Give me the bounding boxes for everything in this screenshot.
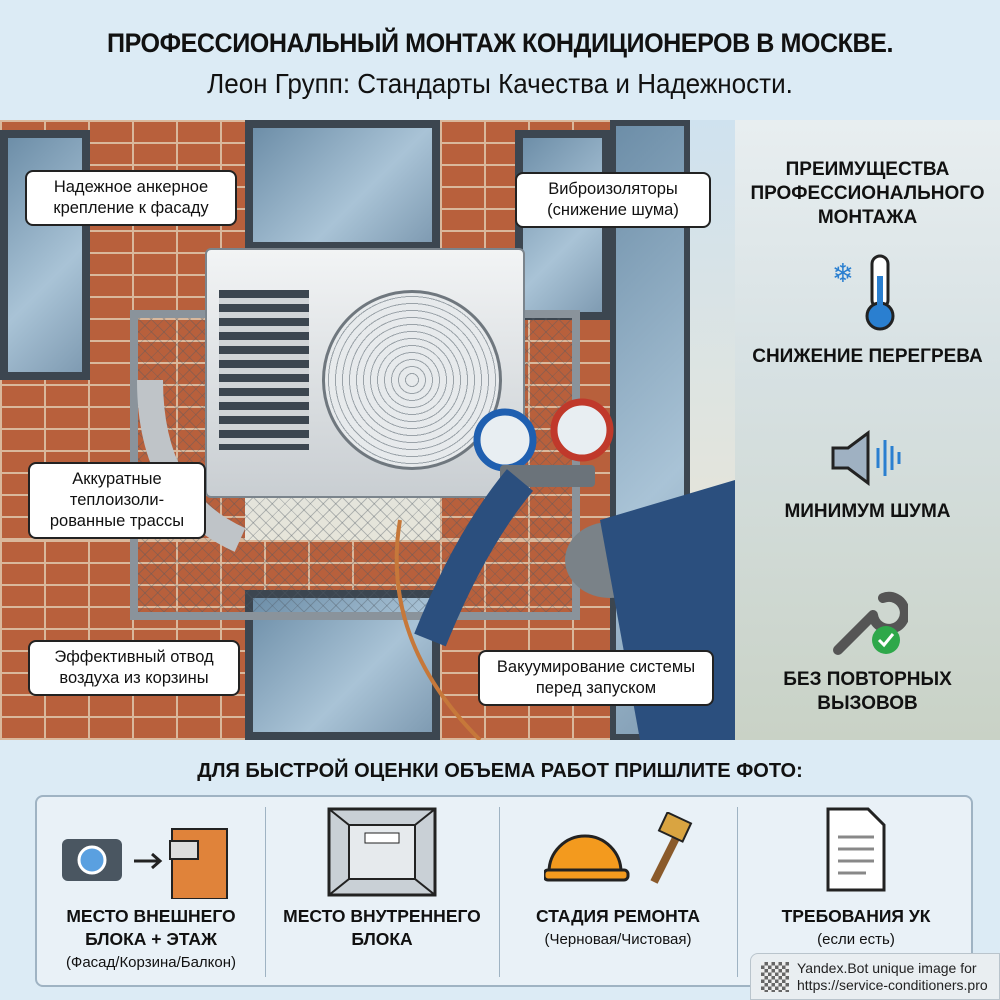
page-title: ПРОФЕССИОНАЛЬНЫЙ МОНТАЖ КОНДИЦИОНЕРОВ В …: [107, 28, 893, 58]
unit-grille: [219, 290, 309, 450]
photo-item-title: СТАДИЯ РЕМОНТА(Черновая/Чистовая): [536, 906, 700, 948]
photo-item: СТАДИЯ РЕМОНТА(Черновая/Чистовая): [499, 797, 737, 985]
thermometer-snowflake-icon: ❄: [832, 254, 894, 331]
header: ПРОФЕССИОНАЛЬНЫЙ МОНТАЖ КОНДИЦИОНЕРОВ В …: [0, 0, 1000, 120]
callout-anchor-mount: Надежное анкерное крепление к фасаду: [25, 170, 237, 226]
svg-text:❄: ❄: [832, 258, 854, 288]
watermark-line: https://service-conditioners.pro: [797, 977, 988, 993]
camera-to-building-icon: [62, 828, 228, 899]
window: [245, 120, 440, 250]
callout-vacuuming: Вакуумирование системы перед запуском: [478, 650, 714, 706]
hardhat-brush-icon: [544, 812, 693, 884]
watermark: Yandex.Bot unique image for https://serv…: [750, 953, 1000, 1000]
callout-vibration-isolators: Виброизоляторы (снижение шума): [515, 172, 711, 228]
speaker-low-noise-icon: [831, 430, 900, 486]
outdoor-ac-unit: [205, 248, 525, 498]
fan-icon: [322, 290, 502, 470]
wrench-check-icon: [832, 591, 908, 655]
benefit-label: МИНИМУМ ШУМА: [784, 501, 951, 522]
benefit-label: СНИЖЕНИЕ ПЕРЕГРЕВА: [752, 346, 983, 367]
benefits-title: ПРЕИМУЩЕСТВА ПРОФЕССИОНАЛЬНОГО МОНТАЖА: [750, 159, 985, 228]
photo-item: ТРЕБОВАНИЯ УК(если есть): [737, 797, 975, 985]
photo-item-title: МЕСТО ВНЕШНЕГО БЛОКА + ЭТАЖ(Фасад/Корзин…: [65, 906, 237, 971]
benefits-panel: ПРЕИМУЩЕСТВА ПРОФЕССИОНАЛЬНОГО МОНТАЖА ❄…: [735, 120, 1000, 740]
photo-item-title: МЕСТО ВНУТРЕННЕГО БЛОКА: [283, 906, 481, 949]
document-icon: [826, 807, 886, 892]
watermark-line: Yandex.Bot unique image for: [797, 960, 977, 976]
benefit-label: БЕЗ ПОВТОРНЫХ ВЫЗОВОВ: [783, 669, 952, 714]
photo-item: МЕСТО ВНУТРЕННЕГО БЛОКА: [265, 797, 499, 985]
photo-request-heading: ДЛЯ БЫСТРОЙ ОЦЕНКИ ОБЪЕМА РАБОТ ПРИШЛИТЕ…: [197, 760, 803, 782]
room-indoor-unit-icon: [327, 807, 437, 897]
photo-item: МЕСТО ВНЕШНЕГО БЛОКА + ЭТАЖ(Фасад/Корзин…: [37, 797, 265, 985]
photo-item-title: ТРЕБОВАНИЯ УК(если есть): [781, 906, 931, 948]
page-subtitle: Леон Групп: Стандарты Качества и Надежно…: [207, 68, 793, 99]
callout-air-exhaust: Эффективный отвод воздуха из корзины: [28, 640, 240, 696]
installation-illustration: Надежное анкерное крепление к фасаду Виб…: [0, 120, 735, 740]
callout-insulated-lines: Аккуратные теплоизоли-рованные трассы: [28, 462, 206, 539]
qr-code-icon: [761, 962, 789, 992]
